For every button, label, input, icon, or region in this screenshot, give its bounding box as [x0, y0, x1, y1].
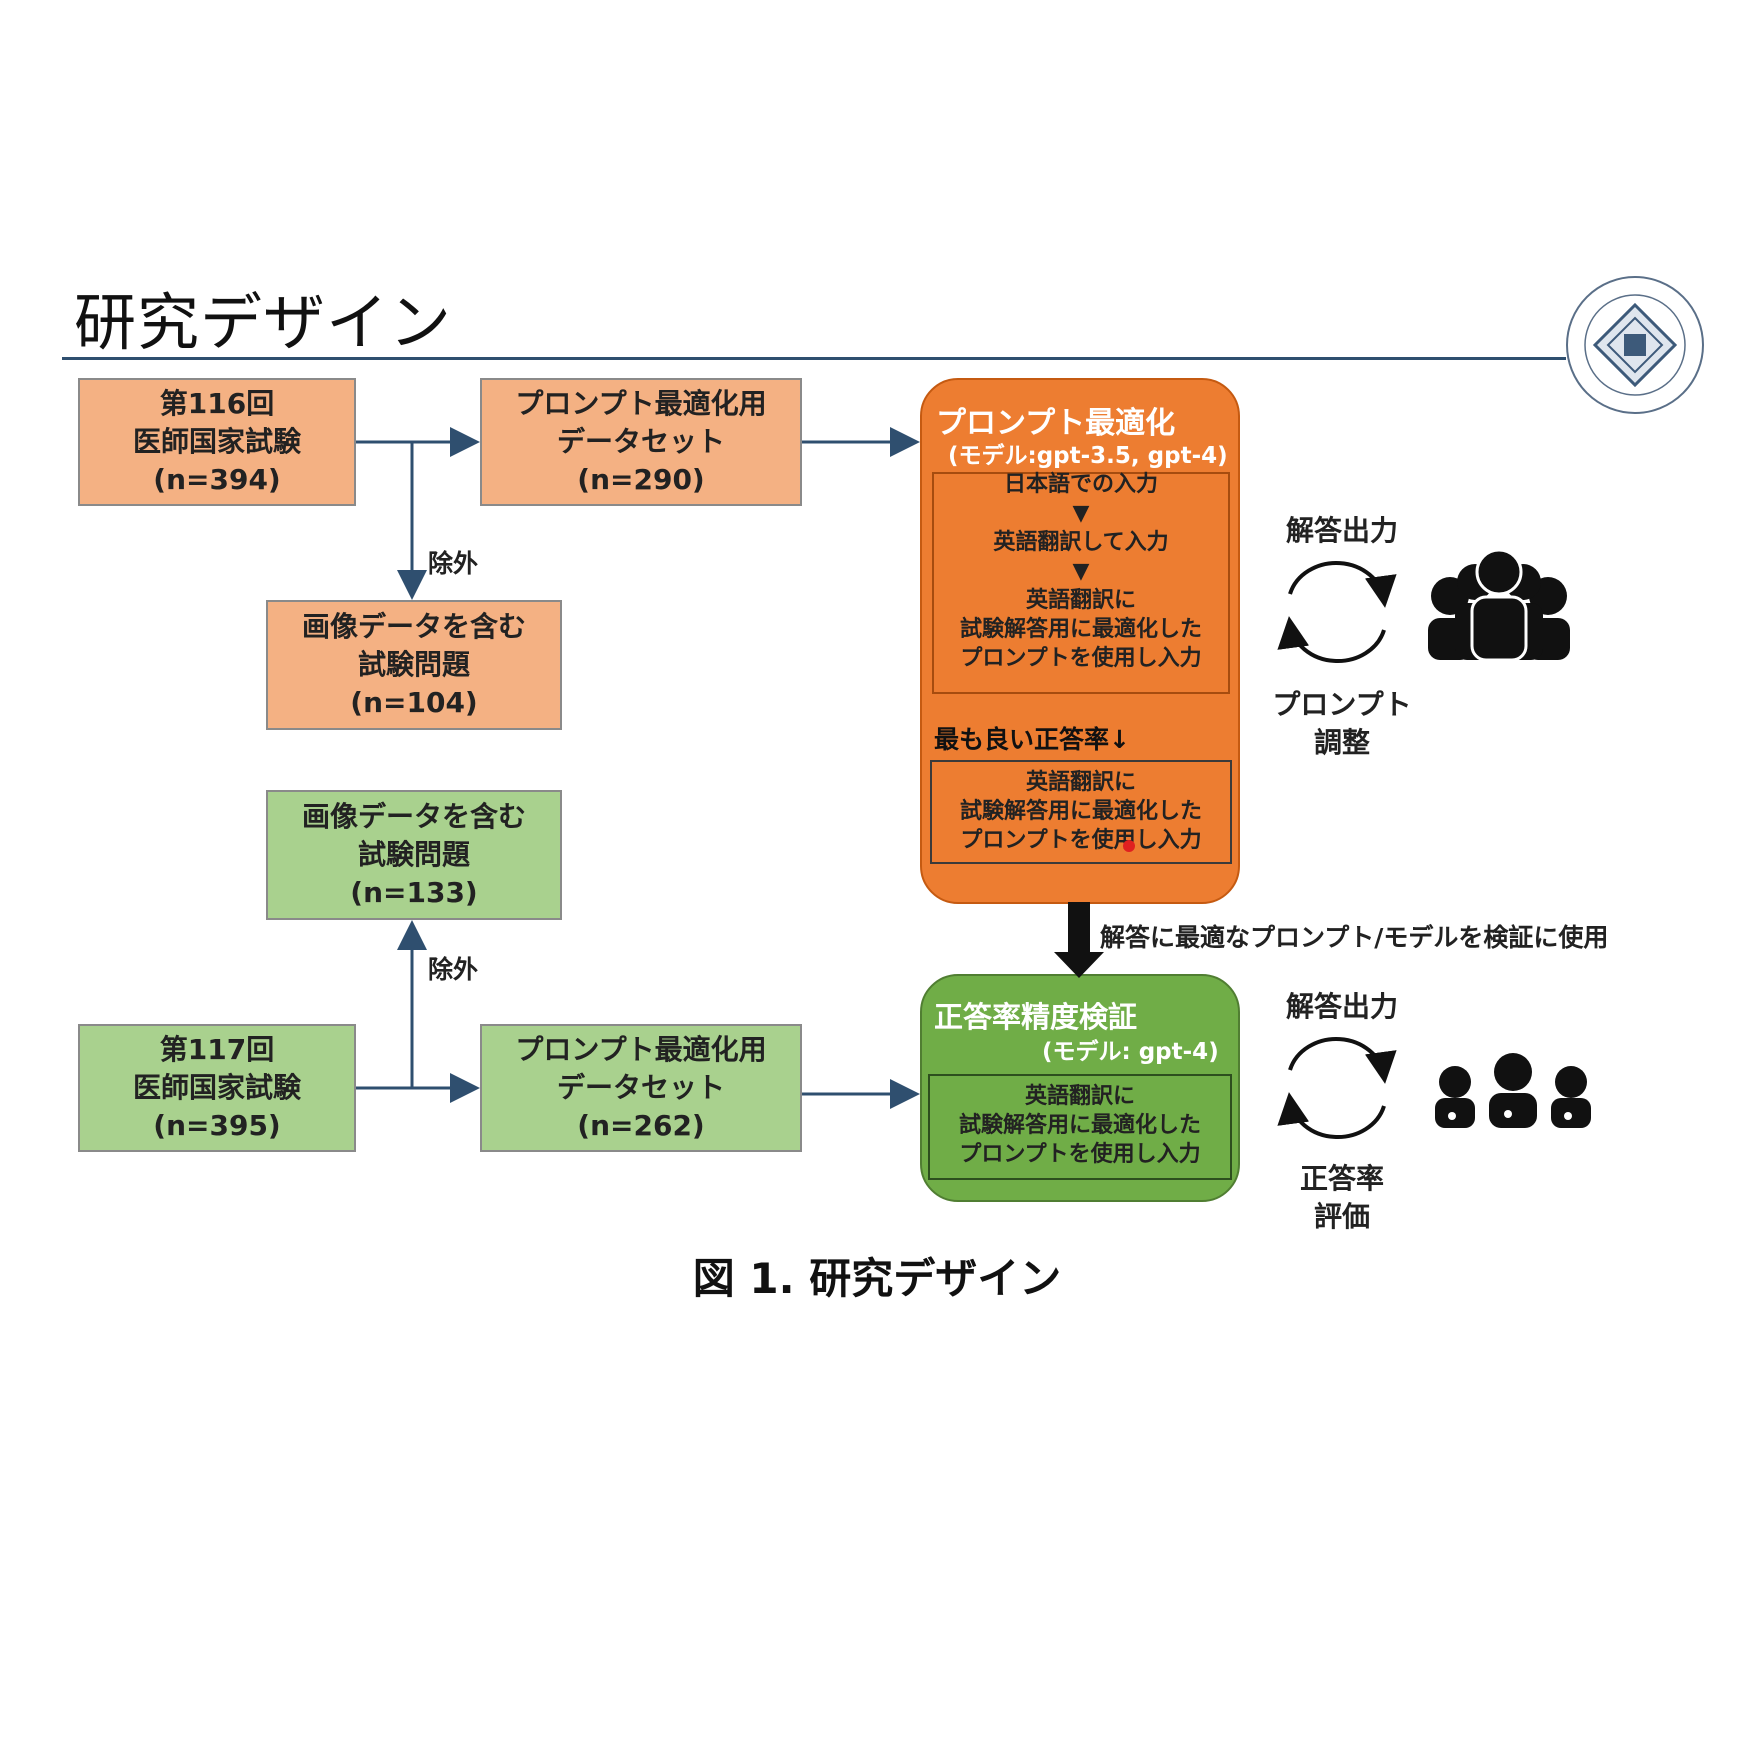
cycle-bottom-below-2: 評価	[1313, 1200, 1370, 1233]
refresh-cycle-icon-bottom	[1277, 1036, 1397, 1140]
exam-117-box: 第117回 医師国家試験 (n=395)	[78, 1024, 356, 1152]
doctors-group-icon	[1435, 1053, 1591, 1128]
title-divider	[62, 357, 1566, 360]
cycle-top-above: 解答出力	[1285, 514, 1398, 547]
excluded-2-line1: 画像データを含む	[301, 800, 526, 833]
opt-dataset-1-box: プロンプト最適化用 データセット (n=290)	[480, 378, 802, 506]
excluded-1-line2: 試験問題	[357, 648, 470, 681]
opt-dataset-2-box: プロンプト最適化用 データセット (n=262)	[480, 1024, 802, 1152]
excluded-1-line1: 画像データを含む	[301, 610, 526, 643]
step-line-3b: 試験解答用に最適化した	[959, 617, 1202, 642]
cycle-top-below-2: 調整	[1313, 726, 1370, 759]
excluded-2-line2: 試験問題	[357, 838, 470, 871]
red-marker-dot	[1123, 840, 1135, 852]
validation-panel: 正答率精度検証 (モデル: gpt-4) 英語翻訳に 試験解答用に最適化した プ…	[920, 974, 1240, 1202]
best-line-1: 英語翻訳に	[1025, 770, 1136, 795]
best-prompt-box: 英語翻訳に 試験解答用に最適化した プロンプトを使用し入力	[930, 760, 1232, 864]
refresh-cycle-icon-top	[1277, 560, 1397, 664]
opt-dataset-1-line1: プロンプト最適化用	[515, 387, 767, 420]
university-logo	[1560, 270, 1710, 420]
people-group-icon	[1428, 548, 1570, 662]
opt-dataset-1-line3: (n=290)	[577, 463, 705, 496]
exclude-label-1: 除外	[428, 549, 479, 578]
step-line-3a: 英語翻訳に	[1025, 588, 1136, 613]
university-seal-icon	[1566, 276, 1704, 414]
transfer-label: 解答に最適なプロンプト/モデルを検証に使用	[1100, 923, 1609, 952]
opt-dataset-2-line3: (n=262)	[577, 1109, 705, 1142]
excluded-1-box: 画像データを含む 試験問題 (n=104)	[266, 600, 562, 730]
step-line-2: 英語翻訳して入力	[993, 530, 1169, 555]
excluded-1-line3: (n=104)	[350, 686, 478, 719]
opt-dataset-2-line1: プロンプト最適化用	[515, 1033, 767, 1066]
validation-prompt-box: 英語翻訳に 試験解答用に最適化した プロンプトを使用し入力	[928, 1074, 1232, 1180]
exam-117-line3: (n=395)	[153, 1109, 281, 1142]
exam-116-line1: 第116回	[159, 387, 275, 420]
exam-116-line3: (n=394)	[153, 463, 281, 496]
opt-dataset-2-line2: データセット	[556, 1071, 725, 1104]
slide-title: 研究デザイン	[74, 286, 453, 359]
excluded-2-line3: (n=133)	[350, 876, 478, 909]
validation-line-2: 試験解答用に最適化した	[958, 1113, 1201, 1138]
opt-dataset-1-line2: データセット	[556, 425, 725, 458]
exam-117-line2: 医師国家試験	[132, 1071, 301, 1104]
figure-caption: 図 1. 研究デザイン	[692, 1254, 1062, 1303]
cycle-bottom-above: 解答出力	[1285, 990, 1398, 1023]
validation-line-3: プロンプトを使用し入力	[959, 1142, 1201, 1167]
best-label: 最も良い正答率↓	[934, 725, 1130, 754]
top-flow-arrows	[356, 427, 920, 600]
optimization-title: プロンプト最適化	[936, 406, 1176, 441]
step-arrow-2: ▼	[1072, 559, 1090, 584]
cycle-top-below-1: プロンプト	[1272, 688, 1412, 721]
excluded-2-box: 画像データを含む 試験問題 (n=133)	[266, 790, 562, 920]
validation-line-1: 英語翻訳に	[1024, 1084, 1135, 1109]
step-line-1: 日本語での入力	[1003, 472, 1158, 497]
step-line-3c: プロンプトを使用し入力	[960, 646, 1202, 671]
bottom-flow-arrows	[356, 920, 920, 1109]
exclude-label-2: 除外	[428, 955, 479, 984]
exam-117-line1: 第117回	[159, 1033, 275, 1066]
exam-116-line2: 医師国家試験	[132, 425, 301, 458]
step-arrow-1: ▼	[1072, 501, 1090, 526]
best-line-2: 試験解答用に最適化した	[959, 799, 1202, 824]
cycle-bottom-below-1: 正答率	[1299, 1162, 1384, 1195]
validation-title: 正答率精度検証	[934, 1000, 1138, 1034]
optimization-steps-box: 日本語での入力 ▼ 英語翻訳して入力 ▼ 英語翻訳に 試験解答用に最適化した プ…	[932, 472, 1230, 694]
validation-model: (モデル: gpt-4)	[1042, 1039, 1219, 1065]
optimization-model: (モデル:gpt-3.5, gpt-4)	[948, 443, 1228, 469]
optimization-panel: プロンプト最適化 (モデル:gpt-3.5, gpt-4) 日本語での入力 ▼ …	[920, 378, 1240, 904]
best-line-3: プロンプトを使用し入力	[960, 828, 1202, 853]
transfer-arrow	[1054, 902, 1104, 978]
exam-116-box: 第116回 医師国家試験 (n=394)	[78, 378, 356, 506]
